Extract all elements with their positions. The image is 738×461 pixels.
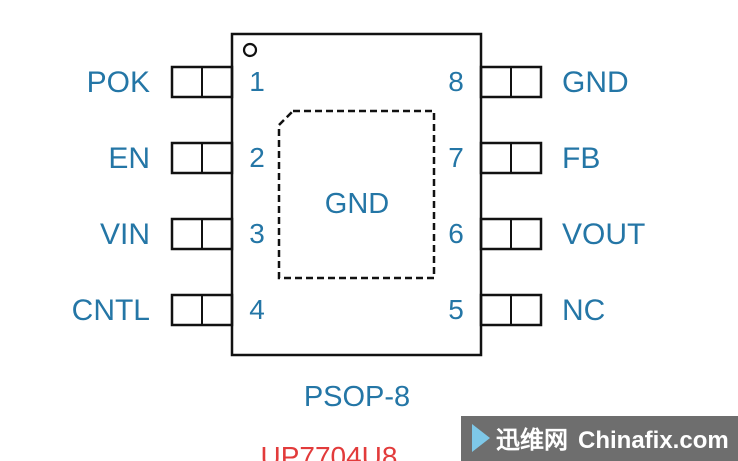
pin1-marker xyxy=(242,42,258,58)
pin-2-name: EN xyxy=(108,142,150,175)
pin-3-number: 3 xyxy=(249,218,265,249)
pin-1-name: POK xyxy=(87,66,150,99)
pin-5-number: 5 xyxy=(448,294,464,325)
right-leads xyxy=(479,65,543,327)
pin-8-name: GND xyxy=(562,66,629,99)
pin-6-number: 6 xyxy=(448,218,464,249)
watermark-background xyxy=(461,416,738,461)
exposed-pad xyxy=(277,109,436,280)
pin-8-number: 8 xyxy=(448,66,464,97)
package-label: PSOP-8 xyxy=(304,381,410,413)
part-number: UP7704U8 xyxy=(261,441,398,461)
pin-4-name: CNTL xyxy=(72,294,150,327)
pin-2-number: 2 xyxy=(249,142,265,173)
watermark-arrow-icon xyxy=(472,424,490,452)
pin-4-number: 4 xyxy=(249,294,265,325)
exposed-pad-label: GND xyxy=(325,188,389,220)
pin-1-number: 1 xyxy=(249,66,265,97)
watermark-brand: 迅维网 xyxy=(496,426,568,454)
pin-7-name: FB xyxy=(562,142,600,175)
pin-3-name: VIN xyxy=(100,218,150,251)
pin-6-name: VOUT xyxy=(562,218,645,251)
pin-7-number: 7 xyxy=(448,142,464,173)
chip-body xyxy=(230,32,483,357)
watermark: 迅维网 Chinafix.com xyxy=(461,416,738,461)
watermark-site: Chinafix.com xyxy=(578,427,729,454)
left-leads xyxy=(170,65,234,327)
pin-5-name: NC xyxy=(562,294,605,327)
